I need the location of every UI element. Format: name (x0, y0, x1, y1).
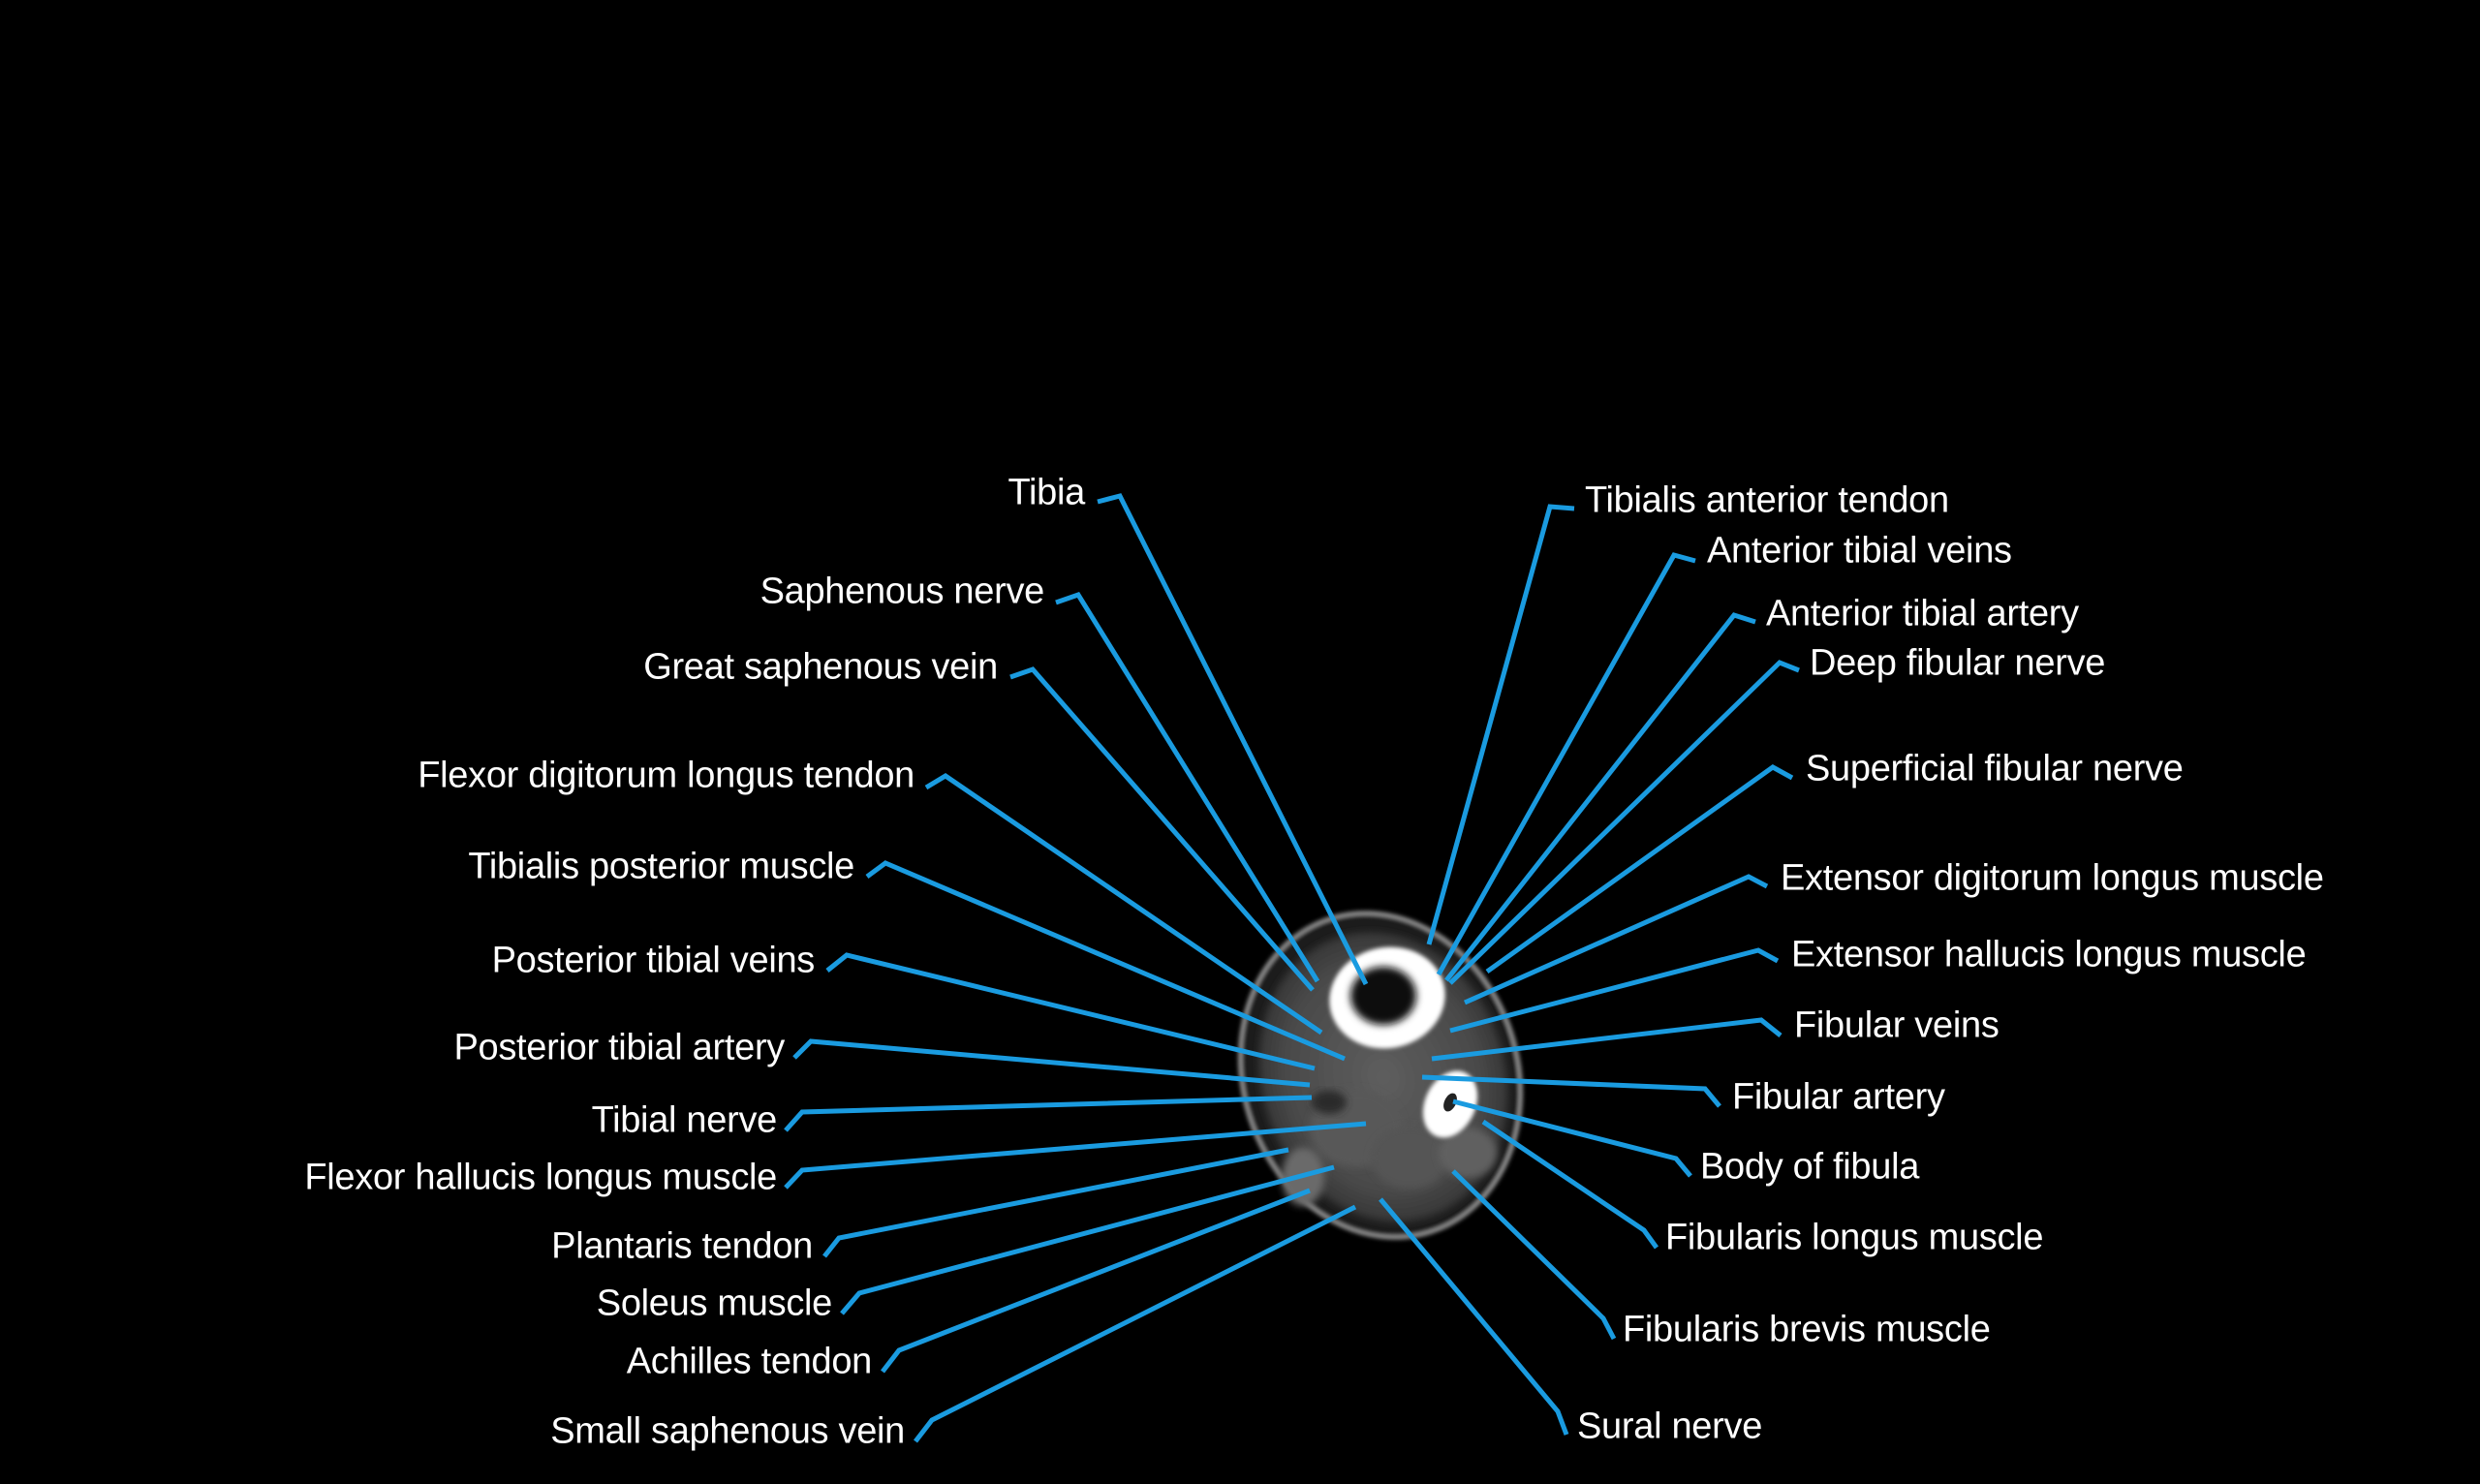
label-fibular-artery: Fibular artery (1732, 1076, 1945, 1118)
label-fibularis-brevis-muscle: Fibularis brevis muscle (1623, 1309, 1991, 1350)
leader-line-anterior-tibial-artery (1444, 612, 1756, 982)
leader-line-posterior-tibial-artery (792, 1038, 1311, 1088)
leader-line-body-of-fibula (1452, 1098, 1692, 1178)
leader-line-fibularis-longus-muscle (1481, 1119, 1659, 1250)
leader-line-small-saphenous-vein (914, 1204, 1357, 1443)
label-sural-nerve: Sural nerve (1577, 1406, 1763, 1447)
leader-line-achilles-tendon (881, 1188, 1311, 1374)
label-deep-fibular-nerve: Deep fibular nerve (1810, 642, 2106, 684)
label-soleus-muscle: Soleus muscle (596, 1283, 833, 1324)
label-body-of-fibula: Body of fibula (1700, 1146, 1920, 1188)
leader-line-tibialis-posterior-muscle (865, 860, 1346, 1062)
leader-line-tibialis-anterior-tendon (1426, 504, 1575, 945)
label-extensor-hallucis-longus-muscle: Extensor hallucis longus muscle (1791, 934, 2307, 975)
neurovascular-bundle (1312, 1091, 1347, 1114)
leader-line-soleus-muscle (840, 1164, 1335, 1315)
leader-line-plantaris-tendon (822, 1147, 1289, 1258)
label-superficial-fibular-nerve: Superficial fibular nerve (1806, 748, 2184, 789)
label-fibularis-longus-muscle: Fibularis longus muscle (1665, 1217, 2044, 1258)
leader-line-deep-fibular-nerve (1448, 660, 1800, 985)
label-posterior-tibial-veins: Posterior tibial veins (491, 940, 816, 981)
label-tibial-nerve: Tibial nerve (591, 1099, 778, 1141)
leader-line-posterior-tibial-veins (825, 952, 1316, 1071)
leader-line-fibular-artery (1421, 1074, 1721, 1108)
lateral-compartment (1439, 1128, 1497, 1178)
fibula-marrow (1443, 1093, 1457, 1112)
leader-line-great-saphenous-vein (1009, 666, 1315, 992)
leader-line-fibularis-brevis-muscle (1451, 1169, 1617, 1341)
label-anterior-tibial-veins: Anterior tibial veins (1707, 530, 2012, 572)
label-tibia: Tibia (1008, 472, 1086, 513)
leader-line-tibial-nerve (784, 1095, 1313, 1132)
leader-line-saphenous-nerve (1055, 591, 1320, 983)
leader-line-extensor-digitorum-longus-muscle (1463, 874, 1769, 1005)
leader-line-fibular-veins (1431, 1017, 1782, 1062)
label-fibular-veins: Fibular veins (1794, 1005, 2000, 1046)
leader-line-flexor-digitorum-longus-tendon (924, 773, 1323, 1036)
label-tibialis-posterior-muscle: Tibialis posterior muscle (468, 846, 854, 887)
leader-line-superficial-fibular-nerve (1485, 764, 1794, 974)
label-small-saphenous-vein: Small saphenous vein (550, 1410, 905, 1452)
label-great-saphenous-vein: Great saphenous vein (643, 646, 998, 688)
leader-line-extensor-hallucis-longus-muscle (1449, 947, 1780, 1034)
label-saphenous-nerve: Saphenous nerve (760, 571, 1045, 612)
soleus-region (1371, 1127, 1448, 1189)
label-achilles-tendon: Achilles tendon (626, 1341, 873, 1382)
leader-line-tibia (1097, 493, 1369, 986)
label-plantaris-tendon: Plantaris tendon (551, 1225, 813, 1267)
label-anterior-tibial-artery: Anterior tibial artery (1766, 593, 2079, 634)
label-flexor-hallucis-longus-muscle: Flexor hallucis longus muscle (304, 1157, 777, 1198)
leader-line-sural-nerve (1379, 1197, 1569, 1436)
label-posterior-tibial-artery: Posterior tibial artery (453, 1027, 785, 1068)
leader-line-flexor-hallucis-longus-muscle (784, 1121, 1367, 1190)
leader-line-anterior-tibial-veins (1436, 552, 1696, 976)
label-tibialis-anterior-tendon: Tibialis anterior tendon (1585, 479, 1949, 521)
label-extensor-digitorum-longus-muscle: Extensor digitorum longus muscle (1781, 857, 2324, 899)
label-flexor-digitorum-longus-tendon: Flexor digitorum longus tendon (418, 755, 914, 796)
